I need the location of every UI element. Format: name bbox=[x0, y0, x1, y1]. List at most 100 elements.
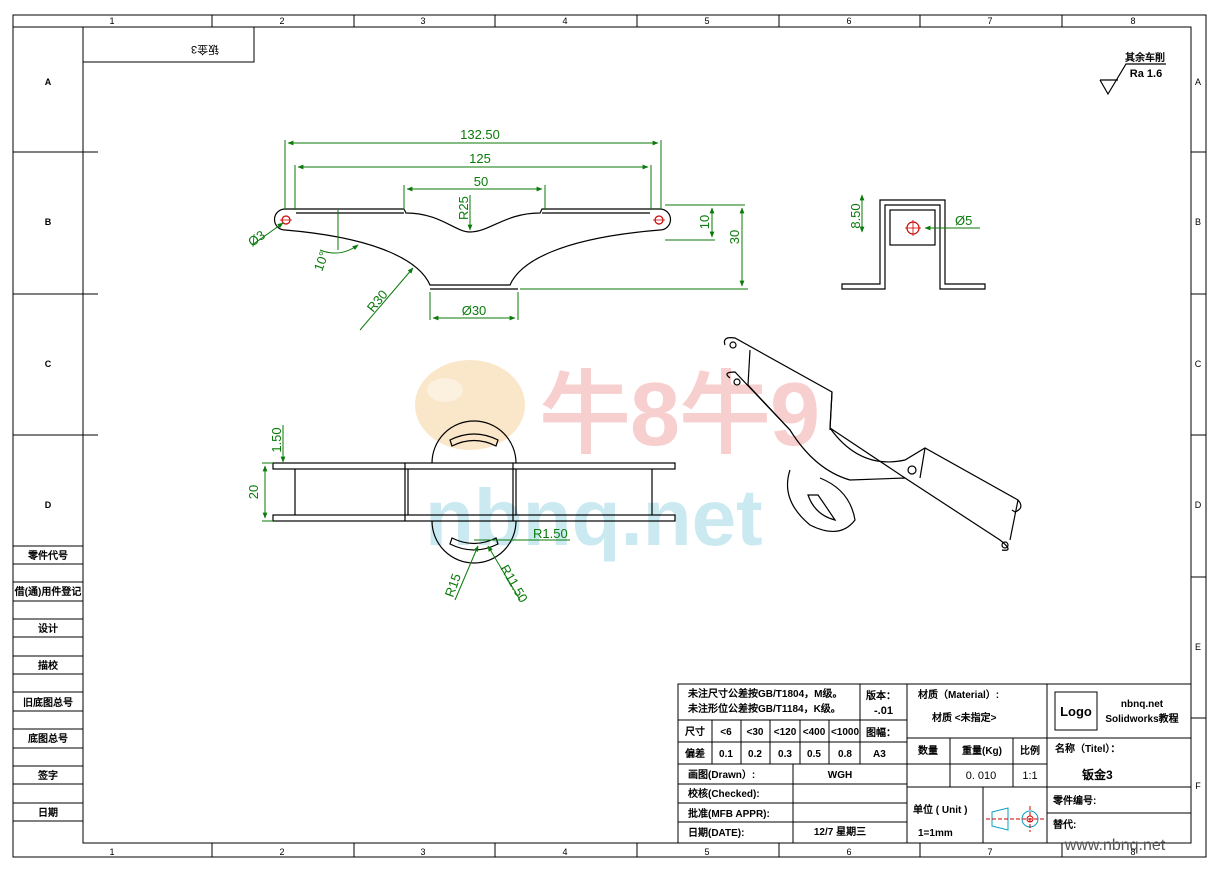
tol-h4: <400 bbox=[803, 727, 826, 738]
row-zone-label: A bbox=[45, 77, 52, 87]
dim-angle: 10° bbox=[311, 249, 332, 273]
tol-v3: 0.3 bbox=[778, 749, 792, 760]
tol-v5: 0.8 bbox=[838, 749, 852, 760]
dim-hole-span: 125 bbox=[469, 151, 491, 166]
isometric-view bbox=[723, 337, 1022, 551]
tolerance-table: 尺寸 <6 <30 <120 <400 <1000 偏差 0.1 0.2 0.3… bbox=[685, 725, 859, 760]
projection-symbol bbox=[986, 806, 1045, 832]
dim-slot-r150: R1.50 bbox=[533, 526, 568, 541]
material-label: 材质（Material）: bbox=[918, 688, 999, 701]
sheet-value: A3 bbox=[873, 749, 886, 760]
side-view-dimensions bbox=[859, 194, 980, 233]
left-column-table bbox=[13, 545, 83, 822]
mirrored-label: 钣金3 bbox=[191, 43, 219, 57]
tolerance-note-2: 未注形位公差按GB/T1184，K级。 bbox=[687, 702, 841, 715]
row-zone-label: A bbox=[1195, 77, 1201, 87]
borrowed-registration-label: 借(通)用件登记 bbox=[14, 585, 82, 598]
dim-width: 20 bbox=[246, 485, 261, 499]
column-zone-label: 5 bbox=[704, 847, 709, 857]
qty-label: 数量 bbox=[918, 744, 938, 757]
title-block bbox=[677, 683, 1192, 844]
row-zone-label: C bbox=[45, 359, 52, 369]
tol-v1: 0.1 bbox=[719, 749, 733, 760]
row-zone-label: D bbox=[1195, 500, 1202, 510]
date-label-left: 日期 bbox=[38, 806, 58, 819]
part-code-label: 零件代号 bbox=[27, 549, 68, 562]
tol-h2: <30 bbox=[747, 727, 764, 738]
tol-v4: 0.5 bbox=[807, 749, 821, 760]
title-value: 钣金3 bbox=[1082, 767, 1113, 782]
date-label: 日期(DATE): bbox=[688, 826, 744, 839]
column-zone-label: 6 bbox=[846, 847, 851, 857]
tol-h3: <120 bbox=[774, 727, 797, 738]
column-zone-label: 5 bbox=[704, 16, 709, 26]
drawn-value: WGH bbox=[828, 770, 852, 781]
unit-value: 1=1mm bbox=[918, 828, 953, 839]
watermark: 牛8牛9 nbnq.net bbox=[415, 360, 820, 562]
tol-v2: 0.2 bbox=[748, 749, 762, 760]
dim-hole-dia: Ø3 bbox=[245, 227, 268, 249]
logo: Logo bbox=[1060, 704, 1092, 719]
dim-side-height: 8.50 bbox=[848, 203, 863, 228]
unit-label: 单位 ( Unit ) bbox=[913, 803, 967, 816]
dim-tab-height: 10 bbox=[697, 215, 712, 229]
scale-label: 比例 bbox=[1020, 744, 1040, 757]
site-watermark: www.nbnq.net bbox=[1064, 837, 1166, 854]
weight-value: 0. 010 bbox=[966, 770, 997, 782]
top-view-dimensions bbox=[262, 425, 570, 601]
tolerance-note-1: 未注尺寸公差按GB/T1804，M级。 bbox=[687, 687, 842, 700]
checked-label: 校核(Checked): bbox=[688, 787, 760, 800]
front-view bbox=[273, 208, 672, 290]
title-label: 名称（Titel）： bbox=[1055, 742, 1120, 755]
column-zone-label: 4 bbox=[562, 847, 567, 857]
row-zone-label: E bbox=[1195, 642, 1201, 652]
version-value: -.01 bbox=[874, 705, 893, 717]
dim-total-height: 30 bbox=[727, 230, 742, 244]
column-zone-label: 8 bbox=[1130, 847, 1135, 857]
weight-label: 重量(Kg) bbox=[962, 744, 1002, 757]
top-view bbox=[272, 420, 676, 564]
signature-label: 签字 bbox=[37, 769, 58, 782]
base-drawing-label: 底图总号 bbox=[28, 732, 68, 745]
tol-v0: 偏差 bbox=[685, 747, 705, 760]
row-zone-label: B bbox=[1195, 217, 1201, 227]
trace-label: 描校 bbox=[38, 659, 59, 672]
dim-center-radius: R25 bbox=[456, 196, 471, 220]
part-no-label: 零件编号: bbox=[1052, 794, 1096, 807]
column-zone-label: 4 bbox=[562, 16, 567, 26]
company-name: nbnq.net bbox=[1121, 699, 1164, 710]
front-view-dimensions bbox=[251, 140, 748, 331]
dim-thickness: 1.50 bbox=[269, 427, 284, 452]
tol-h1: <6 bbox=[720, 727, 732, 738]
drawn-label: 画图(Drawn）: bbox=[688, 768, 755, 781]
mirrored-label-box: 钣金3 bbox=[82, 26, 255, 63]
dim-bottom-dia: Ø30 bbox=[462, 303, 487, 318]
column-zone-label: 3 bbox=[420, 16, 425, 26]
column-zone-label: 2 bbox=[279, 847, 284, 857]
row-zone-label: B bbox=[45, 217, 52, 227]
tol-h5: <1000 bbox=[831, 727, 860, 738]
dim-slot-r1150: R11.50 bbox=[497, 562, 530, 605]
watermark-en: nbnq.net bbox=[425, 473, 763, 562]
version-label: 版本： bbox=[866, 689, 896, 702]
old-drawing-label: 旧底图总号 bbox=[23, 696, 73, 709]
column-zone-label: 1 bbox=[109, 847, 114, 857]
watermark-cn: 牛8牛9 bbox=[540, 365, 820, 465]
row-zone-label: D bbox=[45, 500, 52, 510]
column-zone-label: 1 bbox=[109, 16, 114, 26]
replace-label: 替代: bbox=[1053, 818, 1076, 831]
tol-h0: 尺寸 bbox=[685, 725, 705, 738]
zone-ticks bbox=[13, 15, 1206, 857]
company-subtitle: Solidworks教程 bbox=[1105, 712, 1178, 725]
column-zone-label: 6 bbox=[846, 16, 851, 26]
row-zone-label: C bbox=[1195, 359, 1202, 369]
surface-finish-symbol: 其余车削 Ra 1.6 bbox=[1099, 51, 1166, 96]
row-zone-label: F bbox=[1195, 781, 1201, 791]
date-value: 12/7 星期三 bbox=[814, 825, 866, 838]
column-zone-label: 7 bbox=[987, 847, 992, 857]
surface-value: Ra 1.6 bbox=[1130, 68, 1162, 80]
dim-slot-r15: R15 bbox=[442, 571, 464, 599]
design-label: 设计 bbox=[38, 622, 58, 635]
